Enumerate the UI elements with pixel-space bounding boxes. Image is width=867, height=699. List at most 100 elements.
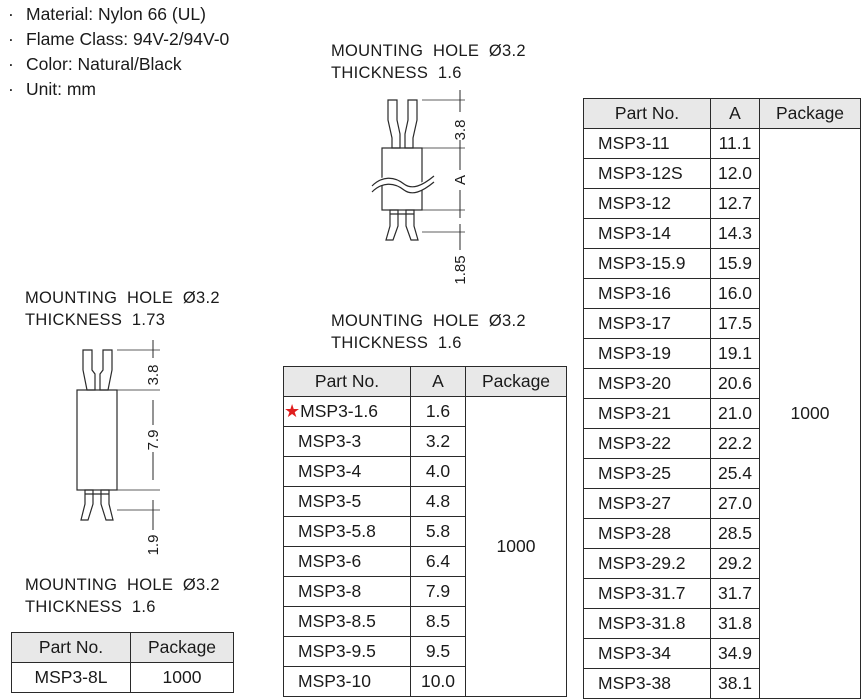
- part-no-text: MSP3-8.5: [298, 611, 376, 631]
- spec-unit: ·Unit: mm: [8, 79, 96, 99]
- cell-part-no: ★MSP3-1.6: [283, 396, 411, 427]
- part-no-text: MSP3-16: [598, 283, 671, 303]
- table-small: Part No. Package MSP3-8L 1000: [11, 632, 234, 693]
- header-part-no: Part No.: [583, 98, 711, 129]
- cell-a: 1.6: [410, 396, 466, 427]
- cell-a: 11.1: [710, 128, 760, 159]
- mid-table-caption: MOUNTING HOLE Ø3.2 THICKNESS 1.6: [331, 312, 526, 352]
- spec-material: ·Material: Nylon 66 (UL): [8, 4, 206, 24]
- part-no-text: MSP3-14: [598, 223, 671, 243]
- spec-color: ·Color: Natural/Black: [8, 54, 182, 74]
- cell-a: 6.4: [410, 546, 466, 577]
- drawing-top-dim-1.85: 1.85: [452, 255, 469, 284]
- header-package: Package: [130, 632, 234, 663]
- cell-a: 31.8: [710, 608, 760, 639]
- small-table-caption: MOUNTING HOLE Ø3.2 THICKNESS 1.6: [25, 576, 220, 616]
- table-row: MSP3-12 12.7: [583, 188, 861, 219]
- drawing-top-dim-3.8: 3.8: [452, 120, 469, 141]
- cell-part-no: MSP3-4: [283, 456, 411, 487]
- cell-a: 34.9: [710, 638, 760, 669]
- cell-part-no: MSP3-31.8: [583, 608, 711, 639]
- cell-part-no: MSP3-15.9: [583, 248, 711, 279]
- cell-a: 12.7: [710, 188, 760, 219]
- cell-a: 29.2: [710, 548, 760, 579]
- drawing-left-dim-3.8: 3.8: [145, 365, 162, 386]
- cell-a: 38.1: [710, 668, 760, 699]
- cell-a: 16.0: [710, 278, 760, 309]
- cell-a: 7.9: [410, 576, 466, 607]
- cell-a: 10.0: [410, 666, 466, 697]
- cell-package: 1000: [759, 128, 861, 699]
- cell-package: 1000: [130, 662, 234, 693]
- part-no-text: MSP3-3: [298, 431, 362, 451]
- part-no-text: MSP3-20: [598, 373, 671, 393]
- cell-a: 31.7: [710, 578, 760, 609]
- spec-flame-class: ·Flame Class: 94V-2/94V-0: [8, 29, 230, 49]
- cell-part-no: MSP3-38: [583, 668, 711, 699]
- cell-part-no: MSP3-27: [583, 488, 711, 519]
- cell-part-no: MSP3-5: [283, 486, 411, 517]
- star-icon: ★: [284, 401, 301, 421]
- drawing-left: 3.8 7.9 1.9: [76, 340, 162, 556]
- cell-part-no: MSP3-12: [583, 188, 711, 219]
- part-no-text: MSP3-12: [598, 193, 671, 213]
- cell-part-no: MSP3-3: [283, 426, 411, 457]
- table-row: MSP3-12S 12.0: [583, 158, 861, 189]
- cell-a: 3.2: [410, 426, 466, 457]
- part-no-text: MSP3-22: [598, 433, 671, 453]
- part-no-text: MSP3-34: [598, 643, 671, 663]
- header-package: Package: [465, 366, 567, 397]
- part-no-text: MSP3-10: [298, 671, 371, 691]
- drawing-top-caption: MOUNTING HOLE Ø3.2 THICKNESS 1.6: [331, 42, 526, 82]
- table-row: MSP3-17 17.5: [583, 308, 861, 339]
- cell-part-no: MSP3-8.5: [283, 606, 411, 637]
- part-no-text: MSP3-27: [598, 493, 671, 513]
- cell-part-no: MSP3-11: [583, 128, 711, 159]
- table-row: MSP3-10 10.0: [283, 666, 567, 697]
- header-a: A: [710, 98, 760, 129]
- table-row: MSP3-3 3.2: [283, 426, 567, 457]
- table-header-row: Part No. Package: [11, 632, 234, 663]
- cell-a: 21.0: [710, 398, 760, 429]
- part-no-text: MSP3-28: [598, 523, 671, 543]
- part-no-text: MSP3-31.8: [598, 613, 686, 633]
- drawing-top-dim-a: A: [452, 175, 469, 185]
- drawing-top: 3.8 A 1.85: [369, 90, 469, 285]
- part-no-text: MSP3-25: [598, 463, 671, 483]
- cell-a: 12.0: [710, 158, 760, 189]
- part-no-text: MSP3-12S: [598, 163, 683, 183]
- cell-part-no: MSP3-34: [583, 638, 711, 669]
- header-package: Package: [759, 98, 861, 129]
- part-no-text: MSP3-38: [598, 673, 671, 693]
- cell-part-no: MSP3-20: [583, 368, 711, 399]
- part-no-text: MSP3-6: [298, 551, 362, 571]
- cell-part-no: MSP3-6: [283, 546, 411, 577]
- table-row: MSP3-31.8 31.8: [583, 608, 861, 639]
- part-no-text: MSP3-11: [598, 133, 670, 153]
- part-no-text: MSP3-29.2: [598, 553, 686, 573]
- part-no-text: MSP3-17: [598, 313, 671, 333]
- drawing-left-dim-7.9: 7.9: [145, 430, 162, 451]
- cell-a: 4.0: [410, 456, 466, 487]
- cell-part-no: MSP3-9.5: [283, 636, 411, 667]
- cell-part-no: MSP3-17: [583, 308, 711, 339]
- drawing-left-dim-1.9: 1.9: [145, 535, 162, 556]
- part-no-text: MSP3-5.8: [298, 521, 376, 541]
- cell-part-no: MSP3-28: [583, 518, 711, 549]
- part-no-text: MSP3-8: [298, 581, 362, 601]
- part-no-text: MSP3-15.9: [598, 253, 686, 273]
- spec-list: ·Material: Nylon 66 (UL) ·Flame Class: 9…: [8, 2, 229, 102]
- cell-part-no: MSP3-8L: [11, 662, 131, 693]
- table-row: MSP3-38 38.1: [583, 668, 861, 699]
- cell-a: 17.5: [710, 308, 760, 339]
- cell-part-no: MSP3-25: [583, 458, 711, 489]
